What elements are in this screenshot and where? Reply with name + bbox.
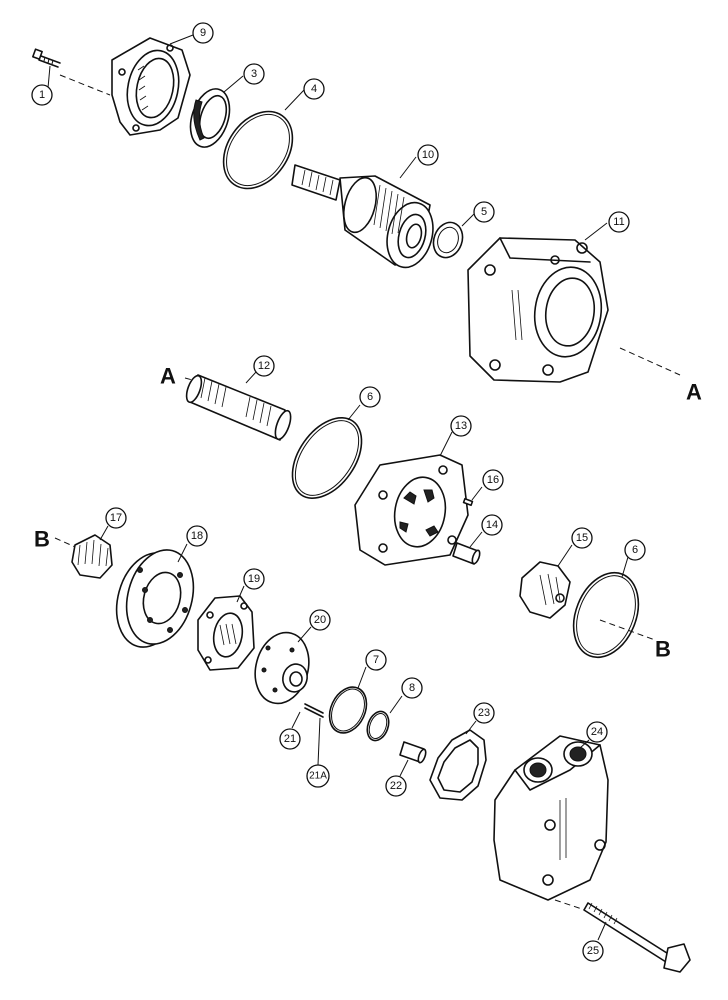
leader-lines xyxy=(47,34,629,941)
part-shaft-bearing-assembly xyxy=(291,164,434,269)
part-washer xyxy=(432,221,464,259)
callout-label: 6 xyxy=(632,544,638,556)
callout-label: 16 xyxy=(487,474,499,486)
callout-23: 23 xyxy=(473,702,495,724)
callout-22: 22 xyxy=(385,775,407,797)
callout-label: 14 xyxy=(486,519,498,531)
callout-8: 8 xyxy=(401,677,423,699)
part-housing xyxy=(467,237,609,383)
part-o-ring-large xyxy=(222,110,294,190)
callout-19: 19 xyxy=(243,568,265,590)
callout-label: 18 xyxy=(191,530,203,542)
callout-21: 21 xyxy=(279,728,301,750)
part-o-ring-lower-inner xyxy=(576,575,636,655)
callout-label: 21A xyxy=(309,771,327,782)
callout-9: 9 xyxy=(192,22,214,44)
ref-letter-b-right: B xyxy=(655,637,671,662)
part-o-ring-medium-inner xyxy=(331,688,365,732)
callout-label: 15 xyxy=(576,532,588,544)
callout-label: 21 xyxy=(284,733,296,745)
axis-line-a xyxy=(619,347,681,376)
part-gerotor-plate xyxy=(354,454,469,566)
ref-letter-a-left: A xyxy=(160,364,176,389)
callout-label: 20 xyxy=(314,614,326,626)
callout-6-lower: 6 xyxy=(624,539,646,561)
callout-label: 6 xyxy=(367,391,373,403)
callout-17: 17 xyxy=(105,507,127,529)
part-cap-screw xyxy=(32,48,61,68)
callout-label: 4 xyxy=(311,83,317,95)
part-o-ring-large-inner xyxy=(226,113,290,187)
callout-label: 5 xyxy=(481,206,487,218)
callout-1: 1 xyxy=(31,84,53,106)
callout-3: 3 xyxy=(243,63,265,85)
part-splined-shaft xyxy=(185,374,292,441)
callout-label: 7 xyxy=(373,654,379,666)
ref-letter-a-right: A xyxy=(686,380,702,405)
part-commutator-plate xyxy=(254,631,310,705)
callout-label: 22 xyxy=(390,780,402,792)
part-o-ring-small xyxy=(366,710,390,742)
part-dowel xyxy=(399,741,427,764)
part-o-ring-upper xyxy=(291,416,363,500)
callout-5: 5 xyxy=(473,201,495,223)
part-o-ring-lower xyxy=(572,571,640,659)
callout-6-upper: 6 xyxy=(359,386,381,408)
part-gasket xyxy=(429,729,487,801)
callout-13: 13 xyxy=(450,415,472,437)
callout-16: 16 xyxy=(482,469,504,491)
part-small-pin xyxy=(462,497,474,507)
callout-15: 15 xyxy=(571,527,593,549)
ref-letter-b-left: B xyxy=(34,527,50,552)
callout-25: 25 xyxy=(582,940,604,962)
callout-10: 10 xyxy=(417,144,439,166)
callout-label: 3 xyxy=(251,68,257,80)
callout-14: 14 xyxy=(481,514,503,536)
part-pin-edge xyxy=(304,707,324,718)
part-gear-rotor xyxy=(519,561,571,619)
axis-line-upper xyxy=(59,74,111,96)
part-end-cover xyxy=(493,735,609,901)
part-o-ring-small-inner xyxy=(368,712,388,740)
callout-label: 12 xyxy=(258,360,270,372)
part-dowel-pin xyxy=(452,542,481,565)
callout-label: 24 xyxy=(591,726,603,738)
part-washer-inner xyxy=(437,226,459,254)
callout-11: 11 xyxy=(608,211,630,233)
callout-label: 1 xyxy=(39,89,45,101)
callout-20: 20 xyxy=(309,609,331,631)
callout-7: 7 xyxy=(365,649,387,671)
callout-label: 9 xyxy=(200,27,206,39)
callout-label: 11 xyxy=(613,216,624,228)
callout-label: 13 xyxy=(455,420,467,432)
callout-label: 8 xyxy=(409,682,415,694)
part-seal xyxy=(189,88,231,148)
part-long-bolt xyxy=(583,902,691,973)
callout-label: 17 xyxy=(110,512,122,524)
axis-line-bolt xyxy=(554,899,586,911)
part-ring-housing xyxy=(115,549,195,648)
part-o-ring-medium xyxy=(328,686,368,734)
callout-label: 25 xyxy=(587,945,599,957)
callout-label: 10 xyxy=(422,149,434,161)
callout-12: 12 xyxy=(253,355,275,377)
part-pin xyxy=(304,703,324,714)
callout-21a: 21A xyxy=(306,764,330,788)
part-flange-retainer xyxy=(111,37,191,136)
part-pinion-gear xyxy=(71,534,113,579)
part-valve-plate xyxy=(197,595,255,671)
part-o-ring-upper-inner xyxy=(294,420,360,496)
callout-4: 4 xyxy=(303,78,325,100)
callout-label: 23 xyxy=(478,707,490,719)
callout-label: 19 xyxy=(248,573,260,585)
callout-24: 24 xyxy=(586,721,608,743)
callout-18: 18 xyxy=(186,525,208,547)
